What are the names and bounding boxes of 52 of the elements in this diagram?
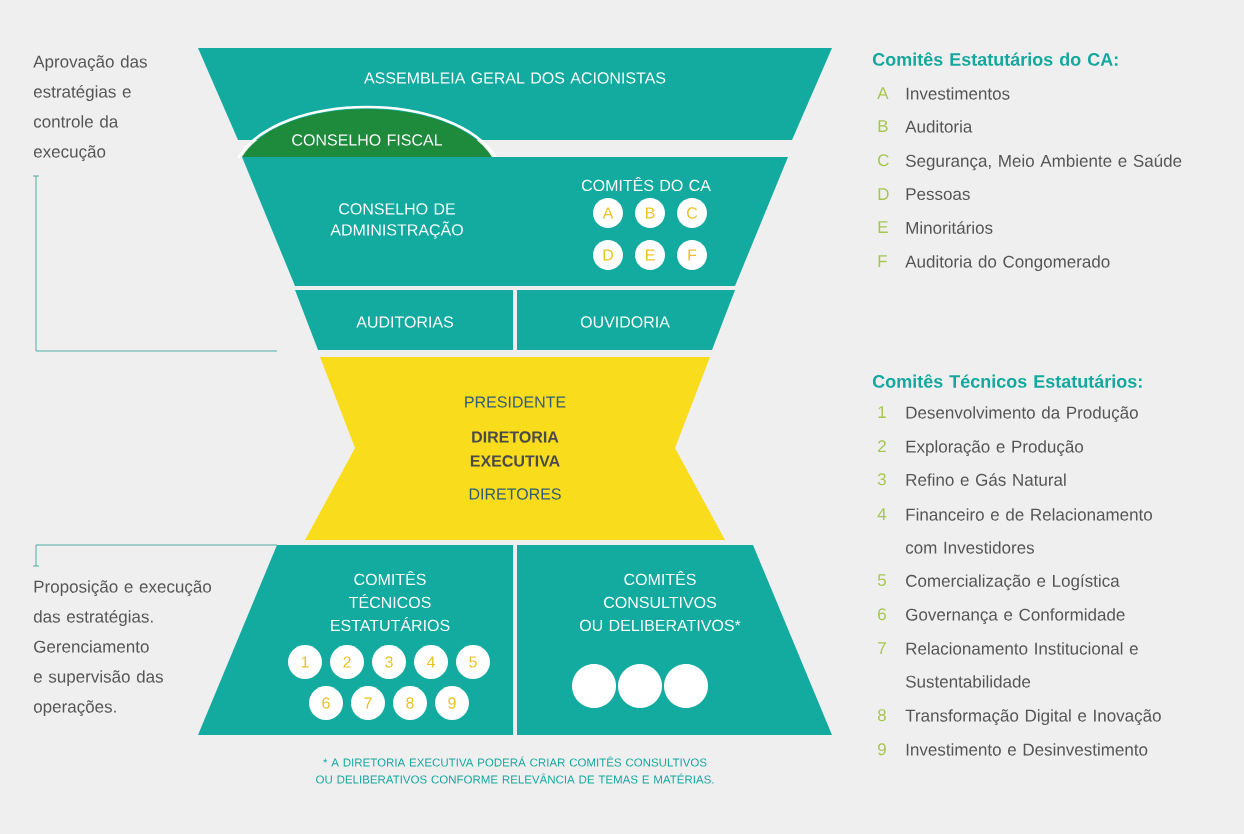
circle-badge: 8 — [393, 686, 427, 720]
list-marker: 3 — [877, 473, 886, 486]
list-marker: D — [878, 188, 889, 200]
circle-badge: 1 — [288, 645, 322, 679]
list-item: Financeiro e de Relacionamento com Investidores — [905, 508, 1152, 554]
circle-badge: C — [677, 198, 707, 228]
circle-badge: 9 — [435, 686, 469, 720]
list-marker: 8 — [877, 709, 886, 722]
list-heading: Comitês Estatutários do CA: — [872, 52, 1118, 66]
circle-badge: 2 — [330, 645, 364, 679]
list-marker: 2 — [878, 440, 886, 453]
circle-badge: F — [677, 240, 707, 270]
list-marker: 1 — [878, 406, 886, 418]
list-item: Desenvolvimento da Produção — [906, 406, 1138, 423]
list-marker: E — [878, 221, 888, 233]
circle-shape — [664, 664, 708, 708]
list-marker: 5 — [877, 574, 886, 587]
footnote: * A DIRETORIA EXECUTIVA PODERÁ CRIAR COMITÊS CONSULTIVOS OU DELIBERATIVOS CONFORME RELEVÂNCIA DE TEMAS E MATÉRIAS. — [316, 756, 714, 784]
list-marker: 6 — [878, 608, 886, 621]
circle-badge: 4 — [414, 645, 448, 679]
list-item: Minoritários — [906, 221, 993, 234]
list-item: Transformação Digital e Inovação — [905, 709, 1161, 726]
list-heading: Comitês Técnicos Estatutários: — [872, 374, 1142, 388]
list-item: Auditoria — [905, 120, 973, 133]
list-item: Pessoas — [906, 188, 970, 201]
list-marker: C — [878, 154, 889, 167]
circle-badge: 3 — [372, 645, 406, 679]
list-item: Exploração e Produção — [906, 440, 1084, 457]
circle-shape — [618, 664, 662, 708]
circle-badge: 5 — [456, 645, 490, 679]
list-item: Investimento e Desinvestimento — [906, 743, 1148, 756]
list-marker: 7 — [878, 642, 886, 654]
circle-badge: 7 — [351, 686, 385, 720]
list-item: Governança e Conformidade — [906, 608, 1125, 625]
list-marker: A — [877, 87, 889, 99]
list-item: Auditoria do Congomerado — [905, 255, 1110, 272]
list-marker: 4 — [877, 508, 887, 520]
list-item: Investimentos — [906, 87, 1010, 100]
list-marker: F — [878, 255, 887, 267]
list-item: Refino e Gás Natural — [906, 473, 1066, 486]
list-marker: 9 — [878, 743, 886, 756]
circle-badge: A — [593, 198, 623, 228]
list-item: Comercialização e Logística — [906, 574, 1120, 591]
list-marker: B — [878, 120, 888, 132]
list-item: Segurança, Meio Ambiente e Saúde — [906, 154, 1182, 171]
circle-badge: D — [593, 240, 623, 270]
circle-badge: E — [635, 240, 665, 270]
circle-badge: 6 — [309, 686, 343, 720]
circle-badge: B — [635, 198, 665, 228]
list-item: Relacionamento Institucional e Sustentabilidade — [906, 642, 1138, 688]
circle-shape — [572, 664, 616, 708]
side-note: Aprovação das estratégias e controle da execução — [33, 55, 147, 162]
